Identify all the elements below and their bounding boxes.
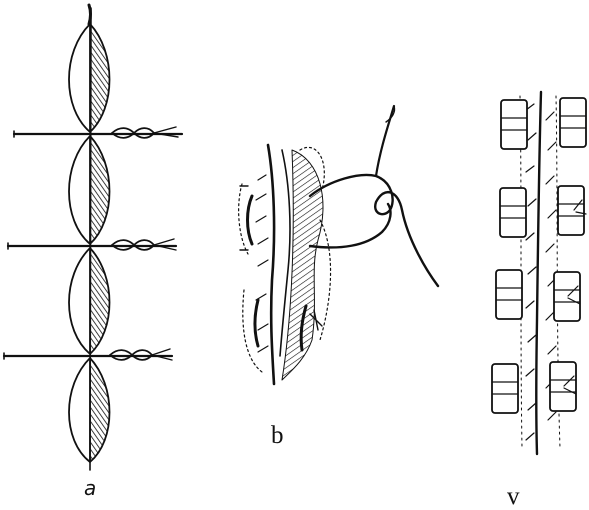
panel-v-midline [536, 92, 541, 454]
wound-segment [69, 358, 110, 462]
wound-segment [69, 136, 110, 244]
panel-b-drawing [239, 106, 438, 384]
panel-b-caption: b [271, 423, 284, 448]
wound-segment [69, 248, 110, 354]
bolster-left [501, 100, 527, 149]
bolster-right [558, 186, 586, 235]
panel-v-drawing [492, 92, 586, 454]
panel-a-top-thread [89, 5, 91, 24]
panel-a-caption: a [84, 478, 96, 498]
panel-v-caption: v [507, 484, 520, 509]
pin-suture [14, 127, 182, 138]
panel-a-drawing [4, 5, 182, 470]
bolster-right [554, 272, 580, 321]
pin-suture [4, 349, 172, 360]
panel-b-wound-line [268, 145, 274, 384]
bolster-left [500, 188, 526, 237]
bolster-left [496, 270, 522, 319]
wound-segment [69, 24, 110, 132]
bolster-right [550, 362, 576, 411]
panel-b-thread [310, 175, 438, 286]
bolster-left [492, 364, 518, 413]
bolster-right [560, 98, 586, 147]
